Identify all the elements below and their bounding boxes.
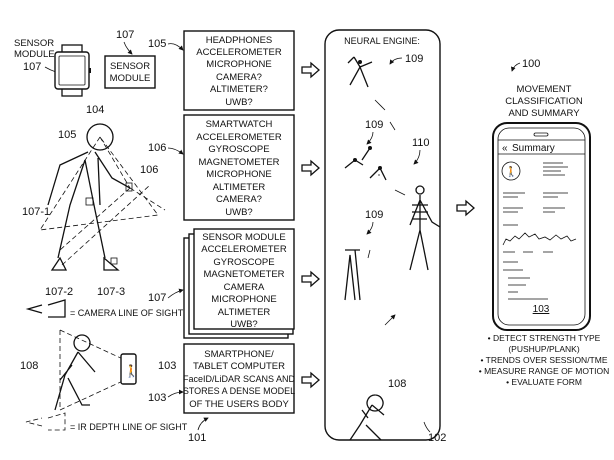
user-figure-with-sensors — [39, 123, 166, 271]
watch-label-1: SENSOR — [14, 38, 54, 49]
watch-label-2: MODULE — [14, 49, 55, 60]
sensor-module-box-text: SENSOR MODULE ACCELEROMETER GYROSCOPE MA… — [201, 232, 287, 330]
svg-text:MAGNETOMETER: MAGNETOMETER — [203, 269, 284, 280]
svg-text:GYROSCOPE: GYROSCOPE — [208, 144, 269, 155]
svg-text:ALTIMETER: ALTIMETER — [213, 182, 266, 193]
svg-text:MICROPHONE: MICROPHONE — [206, 59, 271, 70]
ref-hip-sensor: 107-1 — [22, 206, 50, 218]
svg-text:🚶: 🚶 — [505, 165, 517, 178]
svg-text:AND SUMMARY: AND SUMMARY — [508, 108, 580, 119]
output-ref: 100 — [522, 58, 540, 70]
svg-text:CAMERA?: CAMERA? — [216, 194, 262, 205]
sensor-module-line-2: MODULE — [110, 73, 151, 84]
svg-text:CAMERA?: CAMERA? — [216, 72, 262, 83]
ref-skeleton-1: 109 — [405, 53, 423, 65]
svg-text:• DETECT STRENGTH TYPE: • DETECT STRENGTH TYPE — [488, 333, 601, 343]
camera-legend: = CAMERA LINE OF SIGHT — [70, 308, 184, 318]
ref-left-foot: 107-2 — [45, 286, 73, 298]
walking-icon — [501, 161, 521, 181]
svg-text:• TRENDS OVER SESSION/TME: • TRENDS OVER SESSION/TME — [480, 355, 607, 365]
ref-head: 104 — [86, 104, 104, 116]
output-title: MOVEMENT CLASSIFICATION AND SUMMARY — [505, 84, 583, 119]
screen-title: Summary — [512, 143, 555, 154]
svg-text:MAGNETOMETER: MAGNETOMETER — [198, 157, 279, 168]
svg-text:SENSOR MODULE: SENSOR MODULE — [202, 232, 285, 243]
ref-headphones: 105 — [58, 129, 76, 141]
ir-legend: = IR DEPTH LINE OF SIGHT — [70, 422, 188, 432]
neural-engine-ref: 102 — [428, 432, 446, 444]
svg-text:• MEASURE RANGE OF MOTION: • MEASURE RANGE OF MOTION — [479, 366, 609, 376]
svg-text:UWB?: UWB? — [230, 319, 257, 330]
svg-text:ALTIMETER: ALTIMETER — [218, 307, 271, 318]
ref-full-skeleton: 110 — [412, 137, 430, 149]
svg-text:🚶: 🚶 — [124, 364, 139, 378]
phone-summary-screen: « Summary 🚶 103 — [492, 122, 591, 331]
svg-text:ACCELEROMETER: ACCELEROMETER — [196, 132, 282, 143]
ref-user-outline: 108 — [388, 378, 406, 390]
smartwatch-icon — [54, 44, 91, 97]
svg-text:STORES A DENSE MODEL: STORES A DENSE MODEL — [183, 386, 295, 396]
sensor-module-box-front — [193, 228, 295, 330]
smartwatch-box-text: SMARTWATCH ACCELEROMETER GYROSCOPE MAGNE… — [196, 119, 282, 218]
neural-engine-panel — [324, 29, 441, 441]
sensor-module-box — [104, 55, 156, 89]
watch-ref: 107 — [23, 61, 41, 73]
svg-text:UWB?: UWB? — [225, 97, 252, 108]
svg-text:FaceID/LiDAR SCANS AND: FaceID/LiDAR SCANS AND — [183, 374, 296, 384]
ir-depth-line-of-sight-icon — [25, 412, 66, 431]
svg-text:OF THE USERS BODY: OF THE USERS BODY — [189, 399, 289, 410]
svg-text:MICROPHONE: MICROPHONE — [206, 169, 271, 180]
svg-text:(PUSHUP/PLANK): (PUSHUP/PLANK) — [508, 344, 579, 354]
skeleton-figures — [344, 56, 441, 441]
sensor-module-line-1: SENSOR — [110, 61, 150, 72]
user-scan-figure: 🚶 — [54, 329, 139, 411]
ref-skeleton-2: 109 — [365, 119, 383, 131]
box-ref-106: 106 — [148, 142, 166, 154]
box-ref-105: 105 — [148, 38, 166, 50]
phone-ref: 103 — [533, 304, 550, 315]
svg-text:GYROSCOPE: GYROSCOPE — [213, 257, 274, 268]
svg-text:ALTIMETER?: ALTIMETER? — [210, 84, 268, 95]
svg-text:SMARTWATCH: SMARTWATCH — [206, 119, 273, 130]
smartphone-box-text: SMARTPHONE/ TABLET COMPUTER FaceID/LiDAR… — [183, 349, 296, 410]
svg-text:MOVEMENT: MOVEMENT — [517, 84, 572, 95]
ref-right-foot: 107-3 — [97, 286, 125, 298]
neural-engine-title: NEURAL ENGINE: — [344, 36, 420, 46]
output-bullets: • DETECT STRENGTH TYPE (PUSHUP/PLANK) • … — [479, 333, 609, 387]
svg-text:• EVALUATE FORM: • EVALUATE FORM — [506, 377, 582, 387]
boxes-group-ref: 101 — [188, 432, 206, 444]
svg-text:HEADPHONES: HEADPHONES — [206, 35, 273, 46]
box-ref-107: 107 — [148, 292, 166, 304]
svg-text:ACCELEROMETER: ACCELEROMETER — [196, 47, 282, 58]
svg-text:CAMERA: CAMERA — [224, 282, 265, 293]
ref-skeleton-3: 109 — [365, 209, 383, 221]
smartwatch-box — [183, 114, 295, 221]
camera-line-of-sight-icon — [25, 299, 66, 318]
svg-text:ACCELEROMETER: ACCELEROMETER — [201, 244, 287, 255]
ref-user: 108 — [20, 360, 38, 372]
smartphone-box — [183, 343, 295, 414]
svg-text:UWB?: UWB? — [225, 207, 252, 218]
box-ref-103: 103 — [148, 392, 166, 404]
headphones-box-text: HEADPHONES ACCELEROMETER MICROPHONE CAME… — [196, 35, 282, 108]
svg-text:TABLET COMPUTER: TABLET COMPUTER — [193, 361, 285, 372]
svg-text:MICROPHONE: MICROPHONE — [211, 294, 276, 305]
headphones-box — [183, 30, 295, 111]
hollow-arrows — [301, 61, 475, 389]
back-chevron-icon: « — [502, 143, 508, 154]
ref-watch: 106 — [140, 164, 158, 176]
svg-text:CLASSIFICATION: CLASSIFICATION — [505, 96, 583, 107]
module-ref: 107 — [116, 29, 134, 41]
ref-phone: 103 — [158, 360, 176, 372]
svg-text:SMARTPHONE/: SMARTPHONE/ — [204, 349, 274, 360]
